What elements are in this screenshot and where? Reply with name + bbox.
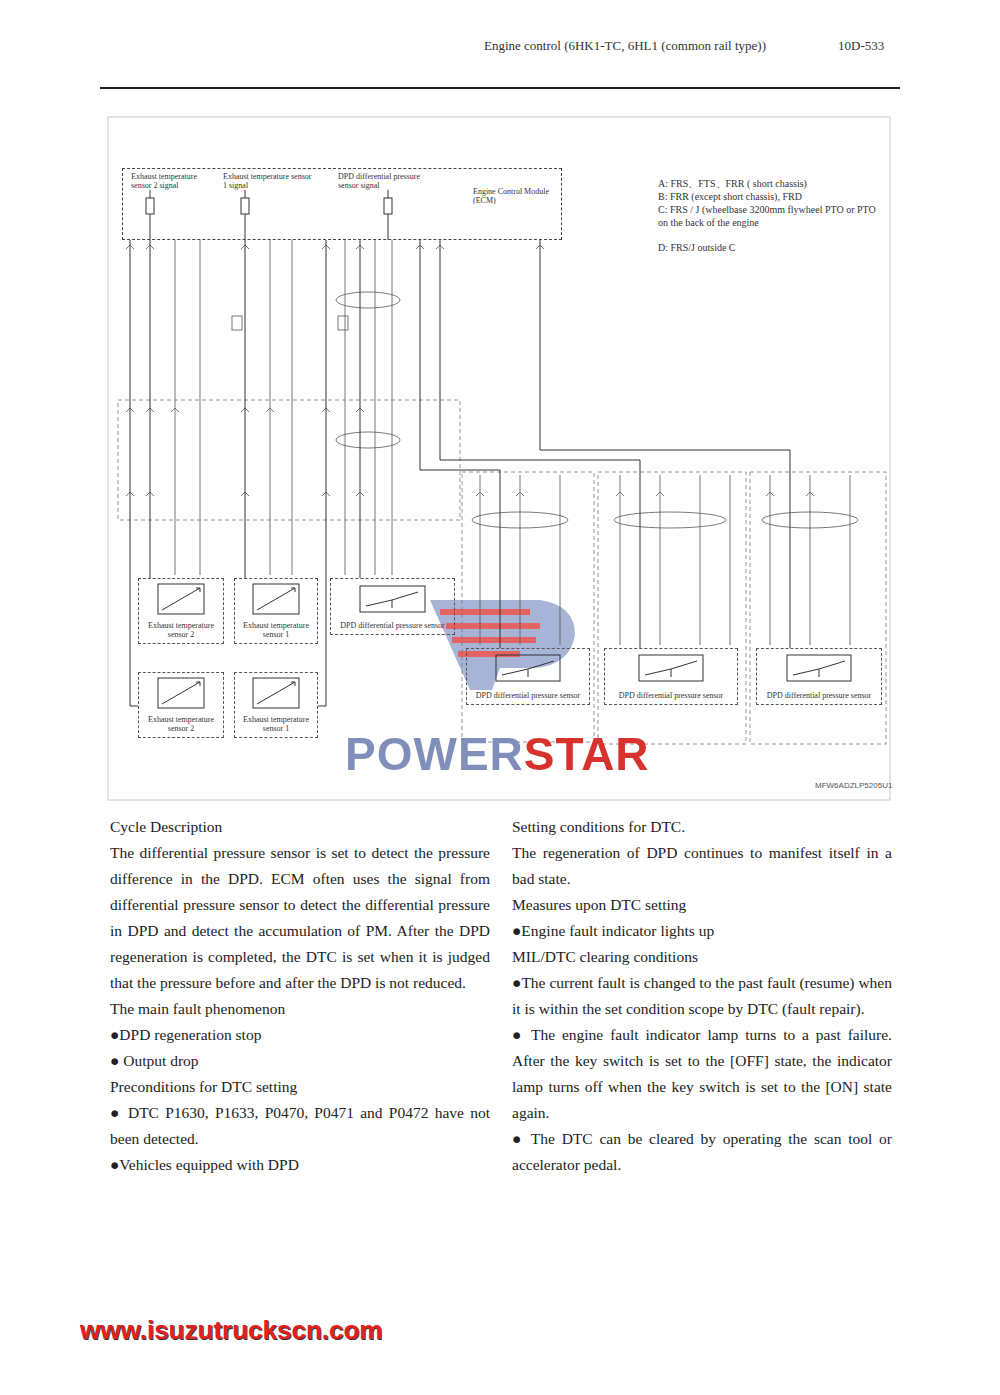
node-text: Exhaust temperature sensor 2 (142, 715, 220, 733)
node-text: DPD differential pressure sensor signal (338, 172, 438, 190)
twisted-pair-mark (336, 432, 400, 448)
diagram-frame (108, 117, 890, 800)
sensor-symbols (158, 584, 851, 708)
thermistor-arrow (162, 588, 200, 610)
node-text: Exhaust temperature sensor 1 (238, 715, 314, 733)
wire-connector (245, 240, 246, 578)
twisted-pair-mark (614, 512, 726, 528)
website-url: www.isuzutruckscn.com (80, 1315, 382, 1345)
wire-connector (420, 240, 500, 648)
option-enclosure (750, 472, 886, 744)
text-column: Cycle DescriptionThe differential pressu… (110, 814, 490, 1178)
connector-chevrons (126, 492, 814, 496)
pressure-sensor-arrow (502, 661, 554, 677)
variant-note: D: FRS/J outside C (658, 242, 886, 255)
connector-chevrons (126, 245, 544, 249)
body-text: ● The engine fault indicator lamp turns … (512, 1022, 892, 1126)
wire-lines (175, 240, 392, 575)
twisted-pair-mark (762, 512, 858, 528)
section-heading: The main fault phenomenon (110, 996, 490, 1022)
node-text: Exhaust temperature sensor 2 signal (131, 172, 219, 190)
body-text: ● Output drop (110, 1048, 490, 1074)
variant-note: C: FRS / J (wheelbase 3200mm flywheel PT… (658, 204, 886, 229)
body-text: ●Vehicles equipped with DPD (110, 1152, 490, 1178)
node-text: Engine Control Module (ECM) (473, 187, 557, 205)
thermistor-arrow (257, 682, 295, 704)
wire-connector (130, 240, 138, 706)
resistor-symbol (384, 198, 392, 214)
thermistor-symbol (253, 678, 299, 708)
node-text: Exhaust temperature sensor 2 (142, 621, 220, 639)
pressure-sensor-arrow (366, 592, 418, 608)
option-enclosure (118, 400, 460, 520)
body-text: ● The DTC can be cleared by operating th… (512, 1126, 892, 1178)
pressure-sensor-symbol (787, 655, 851, 681)
wire-connector (150, 240, 151, 578)
thermistor-symbol (158, 678, 204, 708)
sensor-box: Exhaust temperature sensor 1 (234, 672, 318, 738)
ecm-box: Exhaust temperature sensor 2 signalExhau… (122, 168, 562, 240)
pressure-sensor-arrow (645, 661, 697, 677)
ecm-resistors (146, 190, 392, 240)
wires (126, 240, 858, 645)
thermistor-symbol (253, 584, 299, 614)
variant-note: B: FRR (except short chassis), FRD (658, 191, 886, 204)
resistor-leads (150, 190, 388, 240)
wire-connector (360, 240, 361, 578)
header-rule (100, 87, 900, 89)
sensor-box: DPD differential pressure sensor (756, 648, 882, 705)
junction-block (338, 316, 348, 330)
body-text: ●Engine fault indicator lights up (512, 918, 892, 944)
option-enclosure (462, 472, 594, 742)
twisted-pair-mark (336, 292, 400, 308)
resistor-symbol (146, 198, 154, 214)
pressure-sensor-symbol (639, 655, 703, 681)
option-enclosures (118, 400, 886, 744)
figure-code: MFW6ADZLP5205U1 (815, 781, 892, 791)
resistor-symbol (241, 198, 249, 214)
node-text: DPD differential pressure sensor (334, 621, 451, 630)
node-text: Exhaust temperature sensor 1 signal (223, 172, 315, 190)
sensor-box: DPD differential pressure sensor (330, 578, 455, 635)
sensor-box: Exhaust temperature sensor 2 (138, 578, 224, 644)
sensor-box: DPD differential pressure sensor (466, 648, 590, 705)
node-text: DPD differential pressure sensor (760, 691, 878, 700)
wire-lines-right (480, 475, 850, 645)
watermark-logo (430, 600, 575, 690)
twisted-pair-mark (472, 512, 568, 528)
option-enclosure (598, 472, 746, 744)
pressure-sensor-arrow (793, 661, 845, 677)
thermistor-arrow (162, 682, 200, 704)
section-heading: Cycle Description (110, 814, 490, 840)
watermark: POWERSTAR (345, 728, 650, 780)
pressure-sensor-symbol (496, 655, 560, 681)
sensor-box: Exhaust temperature sensor 2 (138, 672, 224, 738)
section-heading: Setting conditions for DTC. (512, 814, 892, 840)
node-text: Exhaust temperature sensor 1 (238, 621, 314, 639)
text-column: Setting conditions for DTC.The regenerat… (512, 814, 892, 1178)
body-text: ●The current fault is changed to the pas… (512, 970, 892, 1022)
section-heading: MIL/DTC clearing conditions (512, 944, 892, 970)
section-heading: Measures upon DTC setting (512, 892, 892, 918)
sensor-box: DPD differential pressure sensor (604, 648, 738, 705)
thermistor-symbol (158, 584, 204, 614)
body-text: ● DTC P1630, P1633, P0470, P0471 and P04… (110, 1100, 490, 1152)
junction-block (232, 316, 242, 330)
logo-shape (430, 600, 575, 690)
body-text: ●DPD regeneration stop (110, 1022, 490, 1048)
node-text: DPD differential pressure sensor (470, 691, 586, 700)
sensor-box: Exhaust temperature sensor 1 (234, 578, 318, 644)
body-text: The differential pressure sensor is set … (110, 840, 490, 996)
node-text: DPD differential pressure sensor (608, 691, 734, 700)
body-text: The regeneration of DPD continues to man… (512, 840, 892, 892)
wire-connector (318, 240, 326, 706)
page-number: 10D-533 (838, 38, 884, 54)
pressure-sensor-symbol (360, 586, 425, 612)
wire-connector (540, 240, 790, 648)
thermistor-arrow (257, 588, 295, 610)
variant-note: A: FRS、FTS、FRR ( short chassis) (658, 178, 886, 191)
section-heading: Preconditions for DTC setting (110, 1074, 490, 1100)
page-header: Engine control (6HK1-TC, 6HL1 (common ra… (484, 38, 766, 54)
